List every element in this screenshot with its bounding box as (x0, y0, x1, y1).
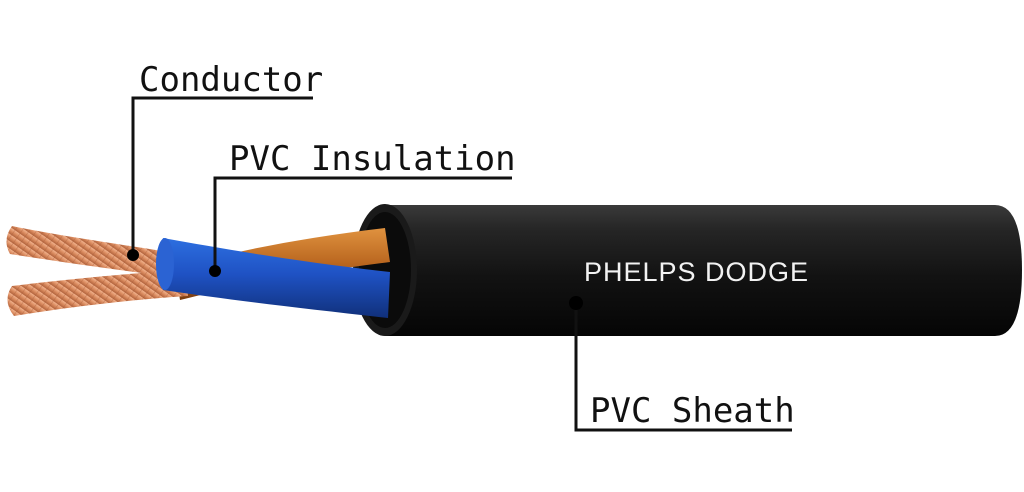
sheath-leader (569, 296, 792, 432)
conductor-marker-dot (127, 249, 139, 261)
insulation-marker-dot (209, 265, 221, 277)
insulation-leader (209, 176, 512, 277)
cable-brand-marking: PHELPS DODGE (584, 257, 809, 287)
blue-insulated-core (156, 238, 390, 318)
conductor-leader (127, 96, 313, 261)
pvc-insulation-label: PVC Insulation (229, 139, 516, 179)
copper-conductor-wires (6, 226, 189, 316)
pvc-sheath-label: PVC Sheath (590, 391, 795, 431)
sheath-marker-dot (569, 296, 583, 310)
conductor-label: Conductor (139, 60, 323, 100)
